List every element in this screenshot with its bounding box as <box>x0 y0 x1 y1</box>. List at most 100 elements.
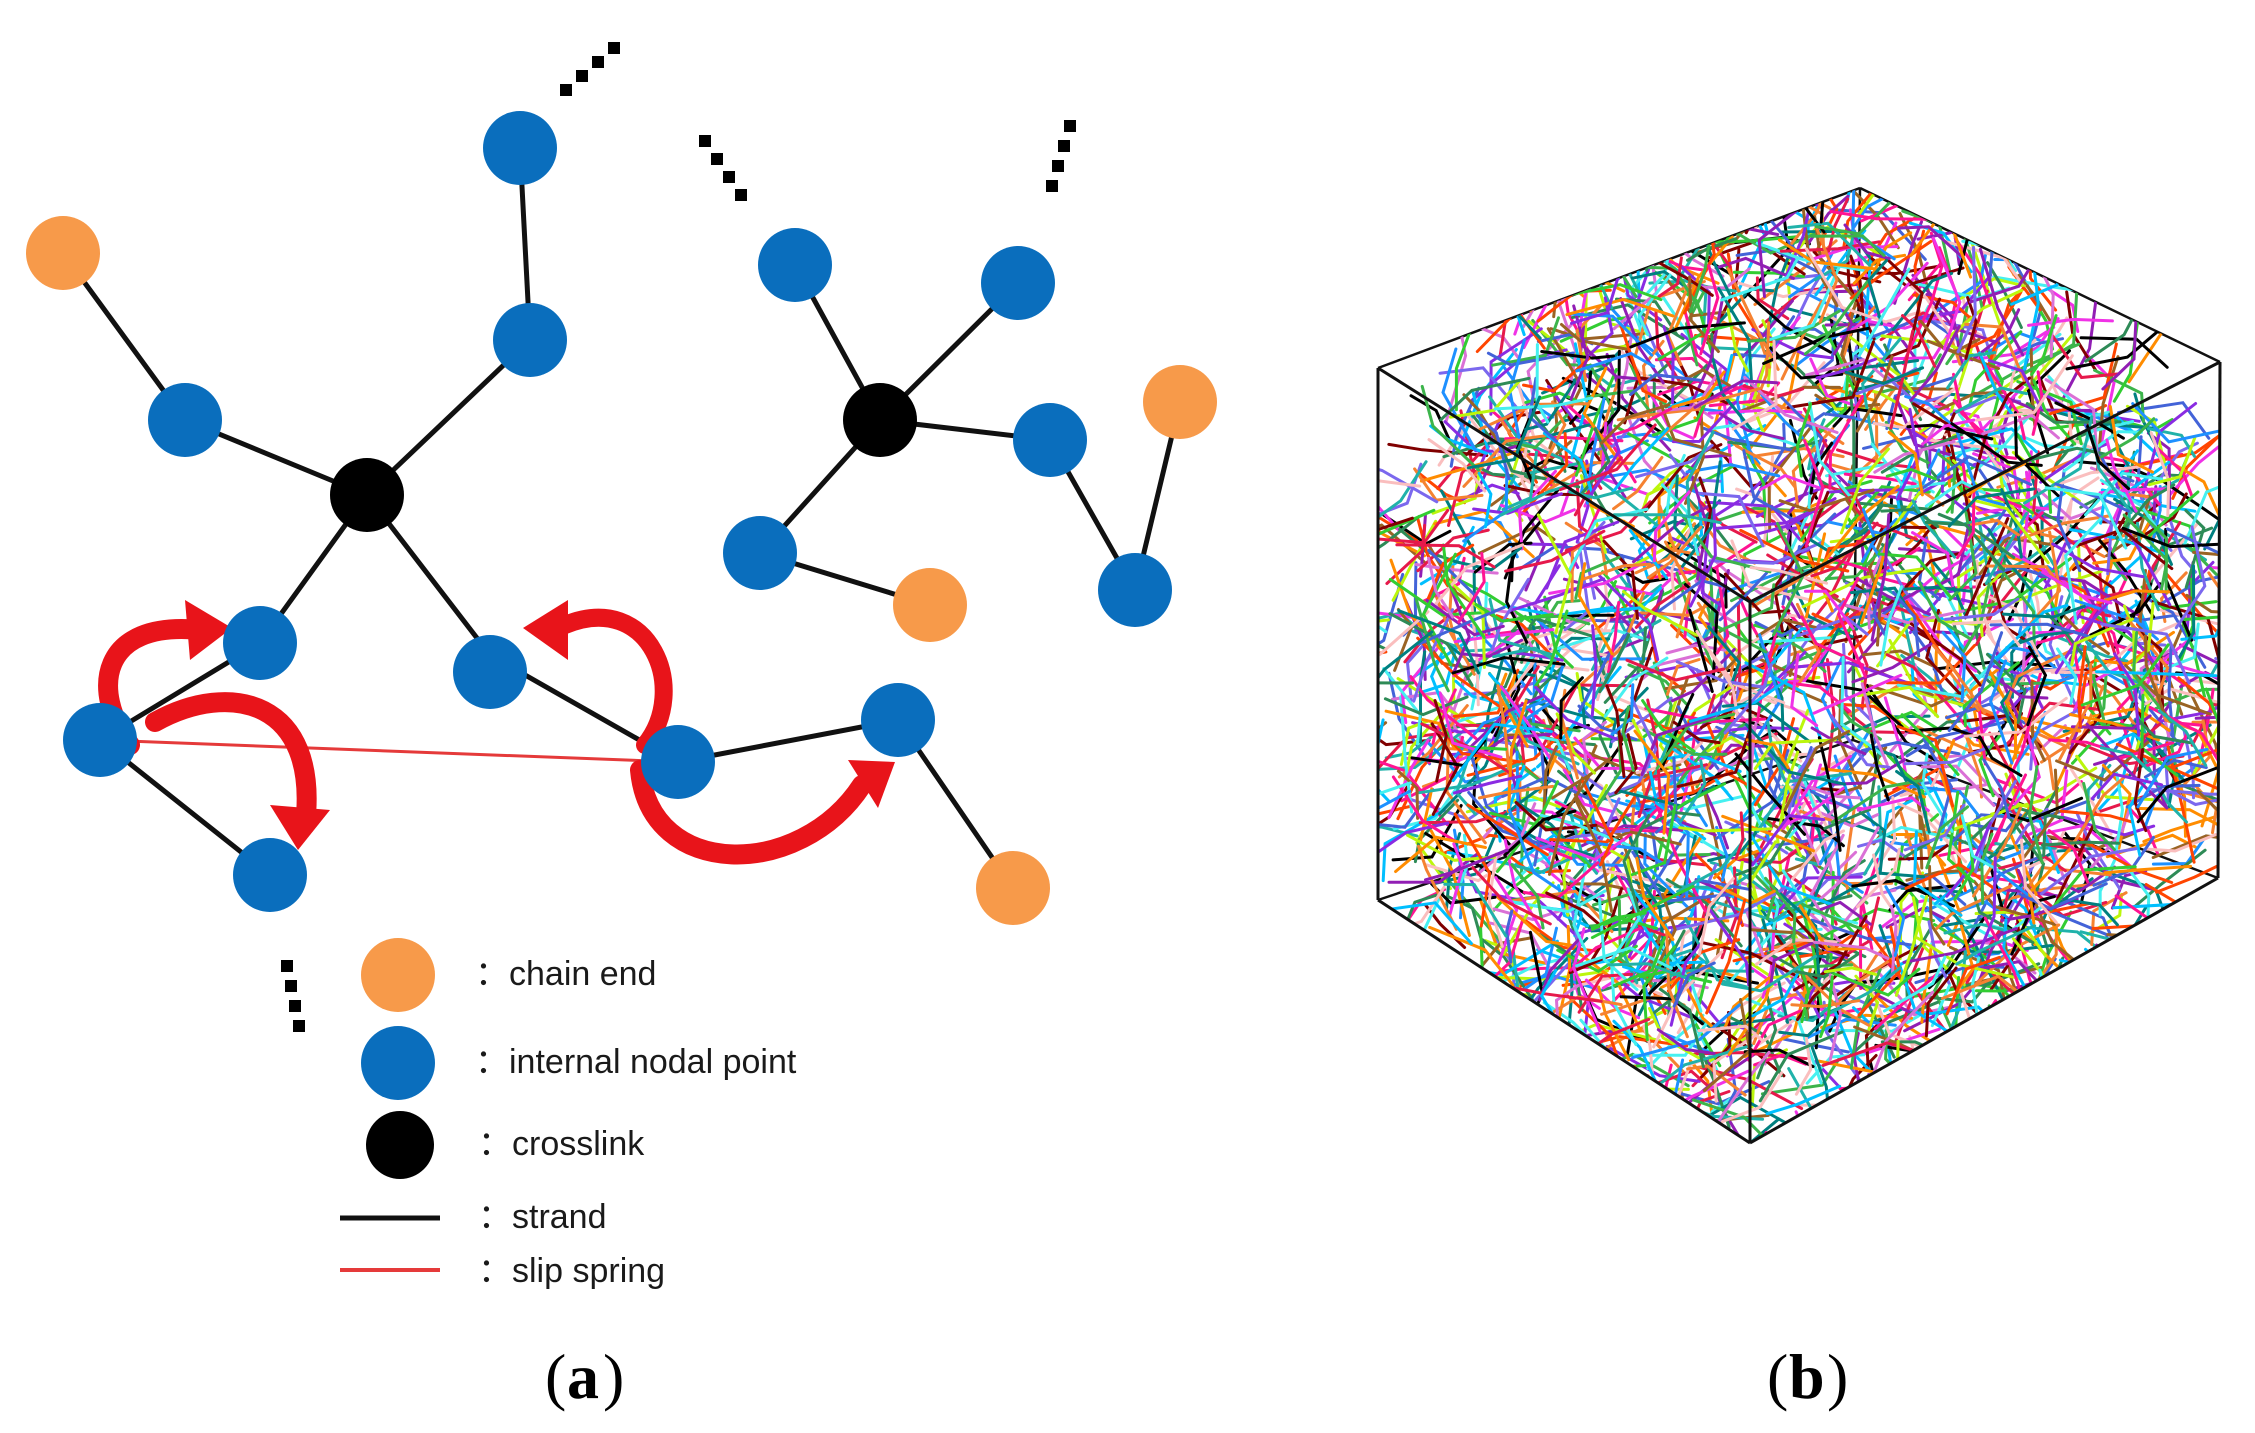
polymer-strand <box>1578 562 1652 582</box>
polymer-strand <box>1605 231 1696 251</box>
polymer-strand <box>1823 966 1878 976</box>
polymer-strand <box>1817 736 1842 852</box>
polymer-strand <box>1417 844 1458 931</box>
polymer-strand <box>1599 188 1653 237</box>
polymer-strand <box>1715 565 1730 655</box>
polymer-strand <box>1505 545 1529 644</box>
polymer-strand <box>1669 500 1704 566</box>
polymer-strand <box>1640 714 1717 777</box>
polymer-strand <box>1804 589 1855 630</box>
polymer-strand <box>1808 373 1850 444</box>
polymer-strand <box>1531 655 1538 760</box>
polymer-strand <box>1734 752 1807 836</box>
polymer-strand <box>1633 188 1657 239</box>
polymer-strand <box>1989 659 2014 765</box>
polymer-strand <box>2137 719 2193 745</box>
polymer-strand <box>2165 527 2220 582</box>
polymer-strand <box>2182 602 2220 621</box>
polymer-strand <box>2058 958 2164 1015</box>
polymer-strand <box>2077 645 2087 728</box>
polymer-strand <box>1490 577 1530 652</box>
polymer-strand <box>1968 330 2023 407</box>
polymer-strand <box>2047 829 2090 884</box>
polymer-strand <box>1887 1094 1927 1143</box>
polymer-strand <box>2092 517 2153 565</box>
polymer-strand <box>1730 927 1823 982</box>
polymer-strand <box>1492 902 1583 922</box>
polymer-strand <box>1726 252 1762 340</box>
polymer-strand <box>1927 920 1951 985</box>
polymer-strand <box>1988 212 2011 287</box>
polymer-strand <box>2077 528 2174 571</box>
polymer-strand <box>1960 1065 2022 1079</box>
polymer-strand <box>1538 670 1587 730</box>
internal-node <box>758 228 832 302</box>
polymer-strand <box>1972 806 2022 898</box>
polymer-strand <box>1870 586 1926 642</box>
polymer-strand <box>1488 921 1554 975</box>
polymer-strand <box>1572 863 1589 955</box>
polymer-strand <box>1733 613 1840 656</box>
strand <box>364 337 533 498</box>
polymer-strand <box>1684 285 1709 367</box>
polymer-strand <box>1552 188 1587 282</box>
polymer-strand <box>1683 406 1705 505</box>
polymer-strand <box>1625 658 1726 682</box>
polymer-strand <box>1399 695 1414 814</box>
polymer-strand <box>2018 1026 2066 1061</box>
polymer-strand <box>1498 262 1521 359</box>
polymer-strand <box>2144 833 2217 853</box>
polymer-strand <box>1985 188 1998 248</box>
polymer-strand <box>1646 525 1703 580</box>
polymer-strand <box>1633 729 1671 835</box>
polymer-strand <box>2105 438 2138 513</box>
polymer-strand <box>1969 803 2039 842</box>
polymer-strand <box>1892 1082 1945 1143</box>
polymer-strand <box>1452 774 1523 795</box>
internal-node <box>233 838 307 912</box>
polymer-strand <box>1378 598 1388 634</box>
polymer-strand <box>1801 902 1863 931</box>
polymer-strand <box>1875 1099 1940 1111</box>
polymer-strand <box>1770 884 1821 987</box>
polymer-strand <box>1856 685 1940 719</box>
polymer-strand <box>1779 240 1881 253</box>
polymer-strand <box>1673 188 1754 221</box>
polymer-strand <box>1665 930 1689 1039</box>
polymer-strand <box>1603 626 1648 704</box>
polymer-strand <box>1954 1027 2039 1052</box>
polymer-strand <box>2136 747 2209 809</box>
cube-edge <box>1749 876 2219 1145</box>
polymer-strand <box>1433 699 1448 783</box>
polymer-strand <box>1963 696 2068 738</box>
polymer-strand <box>1383 695 1469 717</box>
polymer-strand <box>1790 999 1861 1009</box>
polymer-strand <box>2166 788 2220 807</box>
polymer-strand <box>1550 665 1622 755</box>
polymer-strand <box>2027 530 2062 628</box>
dot <box>576 70 588 82</box>
internal-node <box>483 111 557 185</box>
polymer-strand <box>1956 246 1977 354</box>
polymer-strand <box>1652 198 1716 248</box>
dot <box>293 1020 305 1032</box>
polymer-strand <box>1826 488 1902 494</box>
polymer-strand <box>1888 638 1969 708</box>
polymer-strand <box>1622 955 1684 979</box>
polymer-strand <box>1832 406 1903 428</box>
polymer-strand <box>1647 266 1704 315</box>
polymer-strand <box>1914 1104 2006 1143</box>
polymer-strand <box>1431 464 1482 515</box>
polymer-strand <box>2135 910 2220 930</box>
polymer-strand <box>1819 188 1826 224</box>
polymer-strand <box>1805 357 1889 381</box>
polymer-strand <box>1901 314 1937 368</box>
polymer-strand <box>1755 632 1778 724</box>
polymer-strand <box>1894 895 1929 997</box>
dot <box>711 153 723 165</box>
polymer-strand <box>2196 789 2220 847</box>
polymer-strand <box>1872 244 1924 342</box>
polymer-strand <box>2077 974 2098 1099</box>
polymer-strand <box>1387 738 1430 820</box>
